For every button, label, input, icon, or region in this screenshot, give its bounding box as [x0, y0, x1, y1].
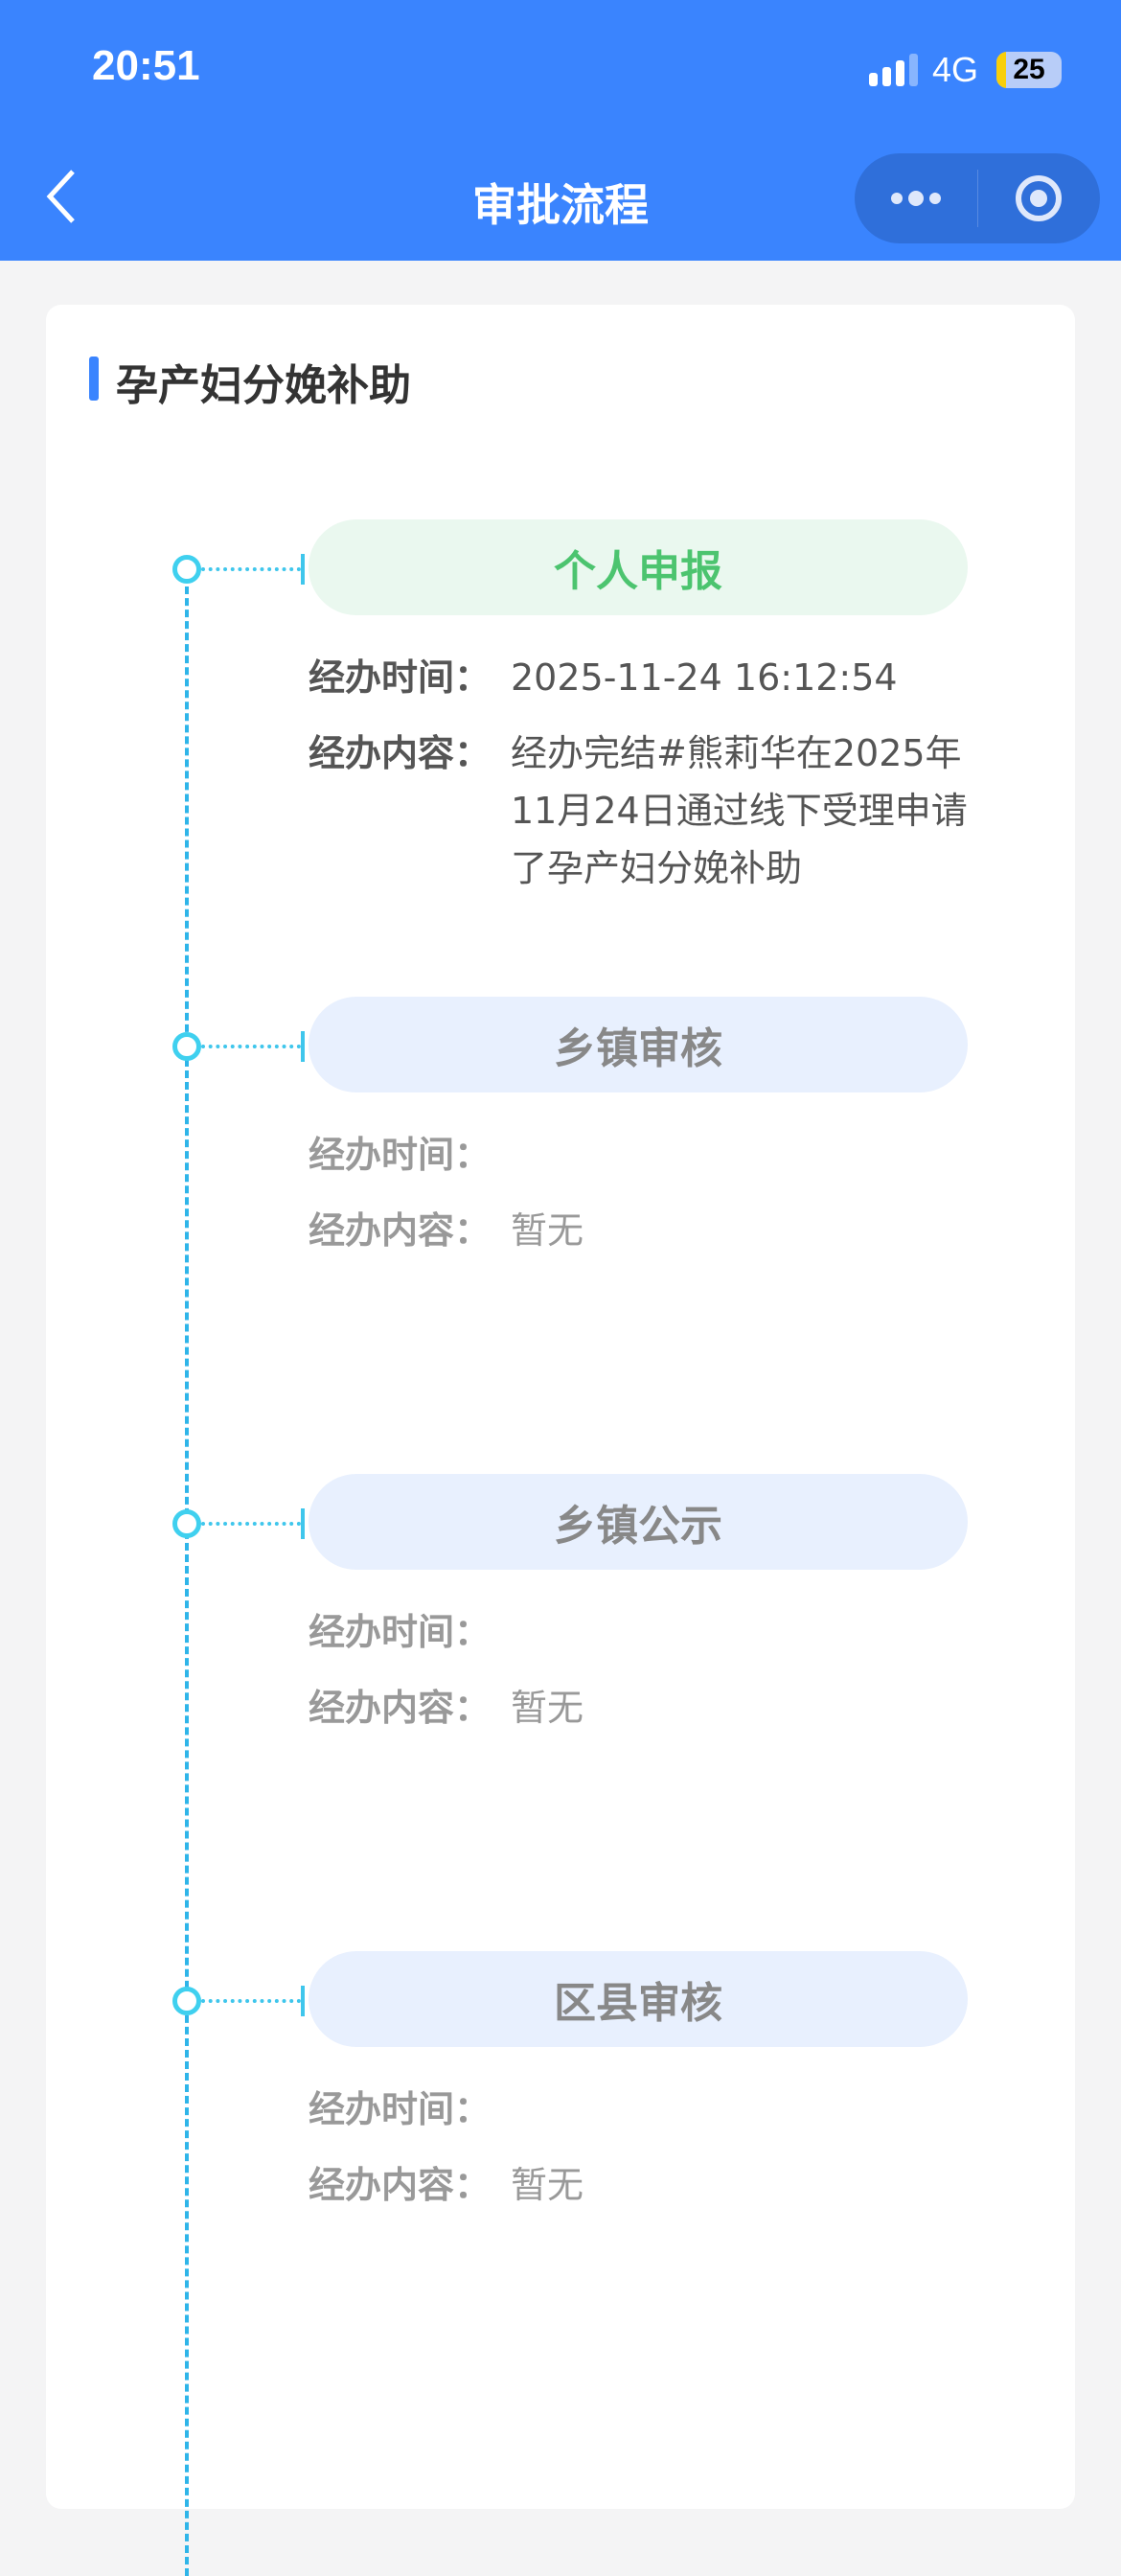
back-icon[interactable]	[42, 168, 80, 225]
page-title: 审批流程	[472, 179, 649, 231]
network-label: 4G	[932, 50, 979, 89]
connector	[201, 1045, 301, 1048]
timeline-line	[185, 564, 189, 2576]
content-value: 经办完结#熊莉华在2025年11月24日通过线下受理申请了孕产妇分娩补助	[511, 732, 968, 889]
mini-program-capsule	[855, 153, 1100, 243]
target-icon	[1016, 175, 1063, 221]
connector	[201, 1522, 301, 1526]
connector-tick	[301, 1031, 305, 1062]
timeline-node	[172, 1032, 201, 1061]
time-label: 经办时间：	[309, 2088, 492, 2130]
process-card: 孕产妇分娩补助 个人申报 经办时间： 2025-11-24 16:12:54 经办…	[46, 305, 1075, 2576]
connector-tick	[301, 554, 305, 585]
time-value	[511, 1126, 971, 1184]
header: 20:51 4G 25 审批流程	[0, 0, 1121, 261]
capsule-divider	[976, 170, 978, 227]
more-button[interactable]	[855, 153, 977, 243]
signal-icon	[869, 54, 918, 86]
time-label: 经办时间：	[309, 1611, 492, 1653]
time-value	[511, 2081, 971, 2138]
section-title: 孕产妇分娩补助	[116, 361, 411, 410]
content-label: 经办内容：	[309, 732, 492, 774]
time-label: 经办时间：	[309, 656, 492, 699]
time-value	[511, 1603, 971, 1661]
status-time: 20:51	[92, 42, 200, 89]
content-value: 暂无	[511, 1209, 584, 1252]
content-label: 经办内容：	[309, 2164, 492, 2206]
connector	[201, 1999, 301, 2003]
content-label: 经办内容：	[309, 1209, 492, 1252]
timeline-node	[172, 555, 201, 584]
close-button[interactable]	[978, 153, 1101, 243]
timeline-node	[172, 1509, 201, 1538]
battery-level: 25	[1013, 54, 1045, 85]
section-accent	[89, 356, 99, 401]
time-label: 经办时间：	[309, 1134, 492, 1176]
step-name: 个人申报	[309, 519, 968, 615]
more-icon	[890, 191, 941, 206]
connector-tick	[301, 1986, 305, 2016]
connector	[201, 567, 301, 571]
time-value: 2025-11-24 16:12:54	[511, 656, 898, 699]
content-value: 暂无	[511, 1687, 584, 1729]
step-name: 区县审核	[309, 1951, 968, 2047]
battery-icon: 25	[996, 52, 1062, 88]
timeline-node	[172, 1987, 201, 2015]
step-name: 乡镇公示	[309, 1474, 968, 1570]
step-name: 乡镇审核	[309, 997, 968, 1092]
content-label: 经办内容：	[309, 1687, 492, 1729]
connector-tick	[301, 1508, 305, 1539]
content-value: 暂无	[511, 2164, 584, 2206]
